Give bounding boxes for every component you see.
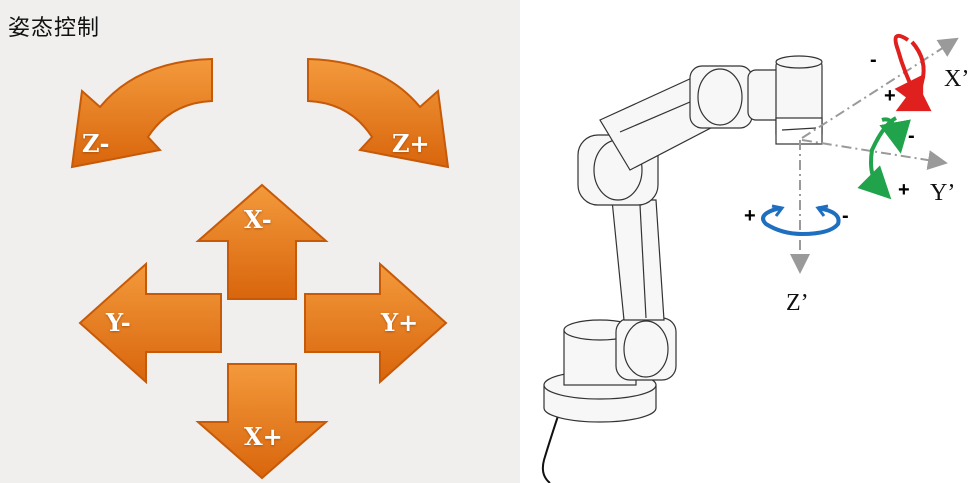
arrow-up-icon bbox=[195, 183, 329, 300]
z-plus-sign: + bbox=[744, 205, 756, 227]
z-plus-label: Z+ bbox=[392, 129, 430, 158]
y-plus-label: Y+ bbox=[381, 308, 419, 337]
x-minus-sign: - bbox=[870, 49, 877, 71]
x-rotation-indicator bbox=[893, 33, 932, 112]
arrow-left-icon bbox=[78, 261, 222, 385]
z-minus-label: Z- bbox=[82, 129, 110, 158]
z-rotation-indicator bbox=[761, 204, 841, 236]
panel-title: 姿态控制 bbox=[8, 16, 101, 41]
x-plus-button[interactable]: X+ bbox=[195, 362, 329, 480]
curved-arrow-right-icon bbox=[307, 57, 450, 169]
y-rotation-indicator bbox=[857, 116, 911, 200]
z-plus-button[interactable]: Z+ bbox=[300, 55, 460, 175]
z-minus-sign: - bbox=[842, 205, 849, 227]
robot-arm-diagram: - + - + + - X’ Y’ Z’ bbox=[541, 33, 969, 483]
y-axis-label: Y’ bbox=[930, 180, 955, 206]
y-plus-sign: + bbox=[898, 179, 910, 201]
x-minus-button[interactable]: X- bbox=[195, 183, 329, 301]
robot-arm-illustration bbox=[541, 55, 823, 483]
x-plus-label: X+ bbox=[244, 422, 283, 451]
arrow-right-icon bbox=[304, 261, 448, 385]
z-minus-button[interactable]: Z- bbox=[60, 55, 220, 175]
y-minus-sign: - bbox=[908, 125, 915, 147]
y-minus-label: Y- bbox=[106, 308, 131, 337]
x-axis-line bbox=[801, 37, 959, 139]
attitude-control-panel: 姿态控制 Z- Z+ bbox=[0, 0, 520, 483]
x-axis-label: X’ bbox=[944, 66, 969, 92]
z-axis-label: Z’ bbox=[786, 290, 809, 316]
curved-arrow-left-icon bbox=[70, 57, 213, 169]
x-minus-label: X- bbox=[244, 205, 272, 234]
y-minus-button[interactable]: Y- bbox=[78, 261, 223, 385]
arrow-down-icon bbox=[195, 363, 329, 480]
x-plus-sign: + bbox=[884, 85, 896, 107]
y-plus-button[interactable]: Y+ bbox=[303, 261, 448, 385]
